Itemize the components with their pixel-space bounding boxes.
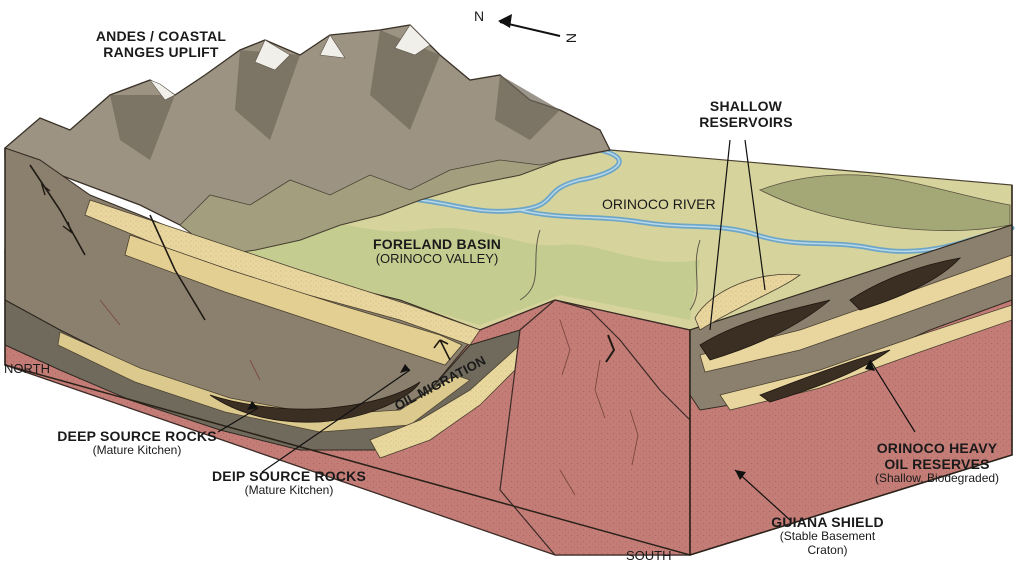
guiana-shield-label: GUIANA SHIELD (Stable Basement Craton) (760, 514, 895, 558)
guiana-sub2: Craton) (760, 544, 895, 558)
compass-n-label: N (474, 8, 484, 24)
deep2-title: DEIP SOURCE ROCKS (204, 468, 374, 484)
compass-s-label: N (563, 33, 579, 43)
shallow-line1: SHALLOW (686, 98, 806, 114)
shallow-reservoirs-label: SHALLOW RESERVOIRS (686, 98, 806, 130)
north-arrow-icon (498, 14, 560, 36)
south-label: SOUTH (626, 549, 672, 564)
andes-line2: RANGES UPLIFT (86, 44, 236, 60)
heavy-line1: ORINOCO HEAVY (862, 440, 1012, 456)
foreland-title: FORELAND BASIN (352, 236, 522, 252)
orinoco-river-label: ORINOCO RIVER (602, 196, 716, 212)
guiana-sub1: (Stable Basement (760, 530, 895, 544)
deep1-sub: (Mature Kitchen) (52, 444, 222, 458)
heavy-line2: OIL RESERVES (862, 456, 1012, 472)
andes-label: ANDES / COASTAL RANGES UPLIFT (86, 28, 236, 60)
deep-source-rocks-label-2: DEIP SOURCE ROCKS (Mature Kitchen) (204, 468, 374, 498)
heavy-sub: (Shallow, Biodegraded) (862, 472, 1012, 486)
foreland-sub: (ORINOCO VALLEY) (352, 252, 522, 267)
deep2-sub: (Mature Kitchen) (204, 484, 374, 498)
guiana-title: GUIANA SHIELD (760, 514, 895, 530)
deep1-title: DEEP SOURCE ROCKS (52, 428, 222, 444)
deep-source-rocks-label-1: DEEP SOURCE ROCKS (Mature Kitchen) (52, 428, 222, 458)
heavy-oil-reserves-label: ORINOCO HEAVY OIL RESERVES (Shallow, Bio… (862, 440, 1012, 486)
shallow-line2: RESERVOIRS (686, 114, 806, 130)
foreland-basin-label: FORELAND BASIN (ORINOCO VALLEY) (352, 236, 522, 267)
andes-line1: ANDES / COASTAL (86, 28, 236, 44)
north-label: NORTH (4, 362, 50, 377)
